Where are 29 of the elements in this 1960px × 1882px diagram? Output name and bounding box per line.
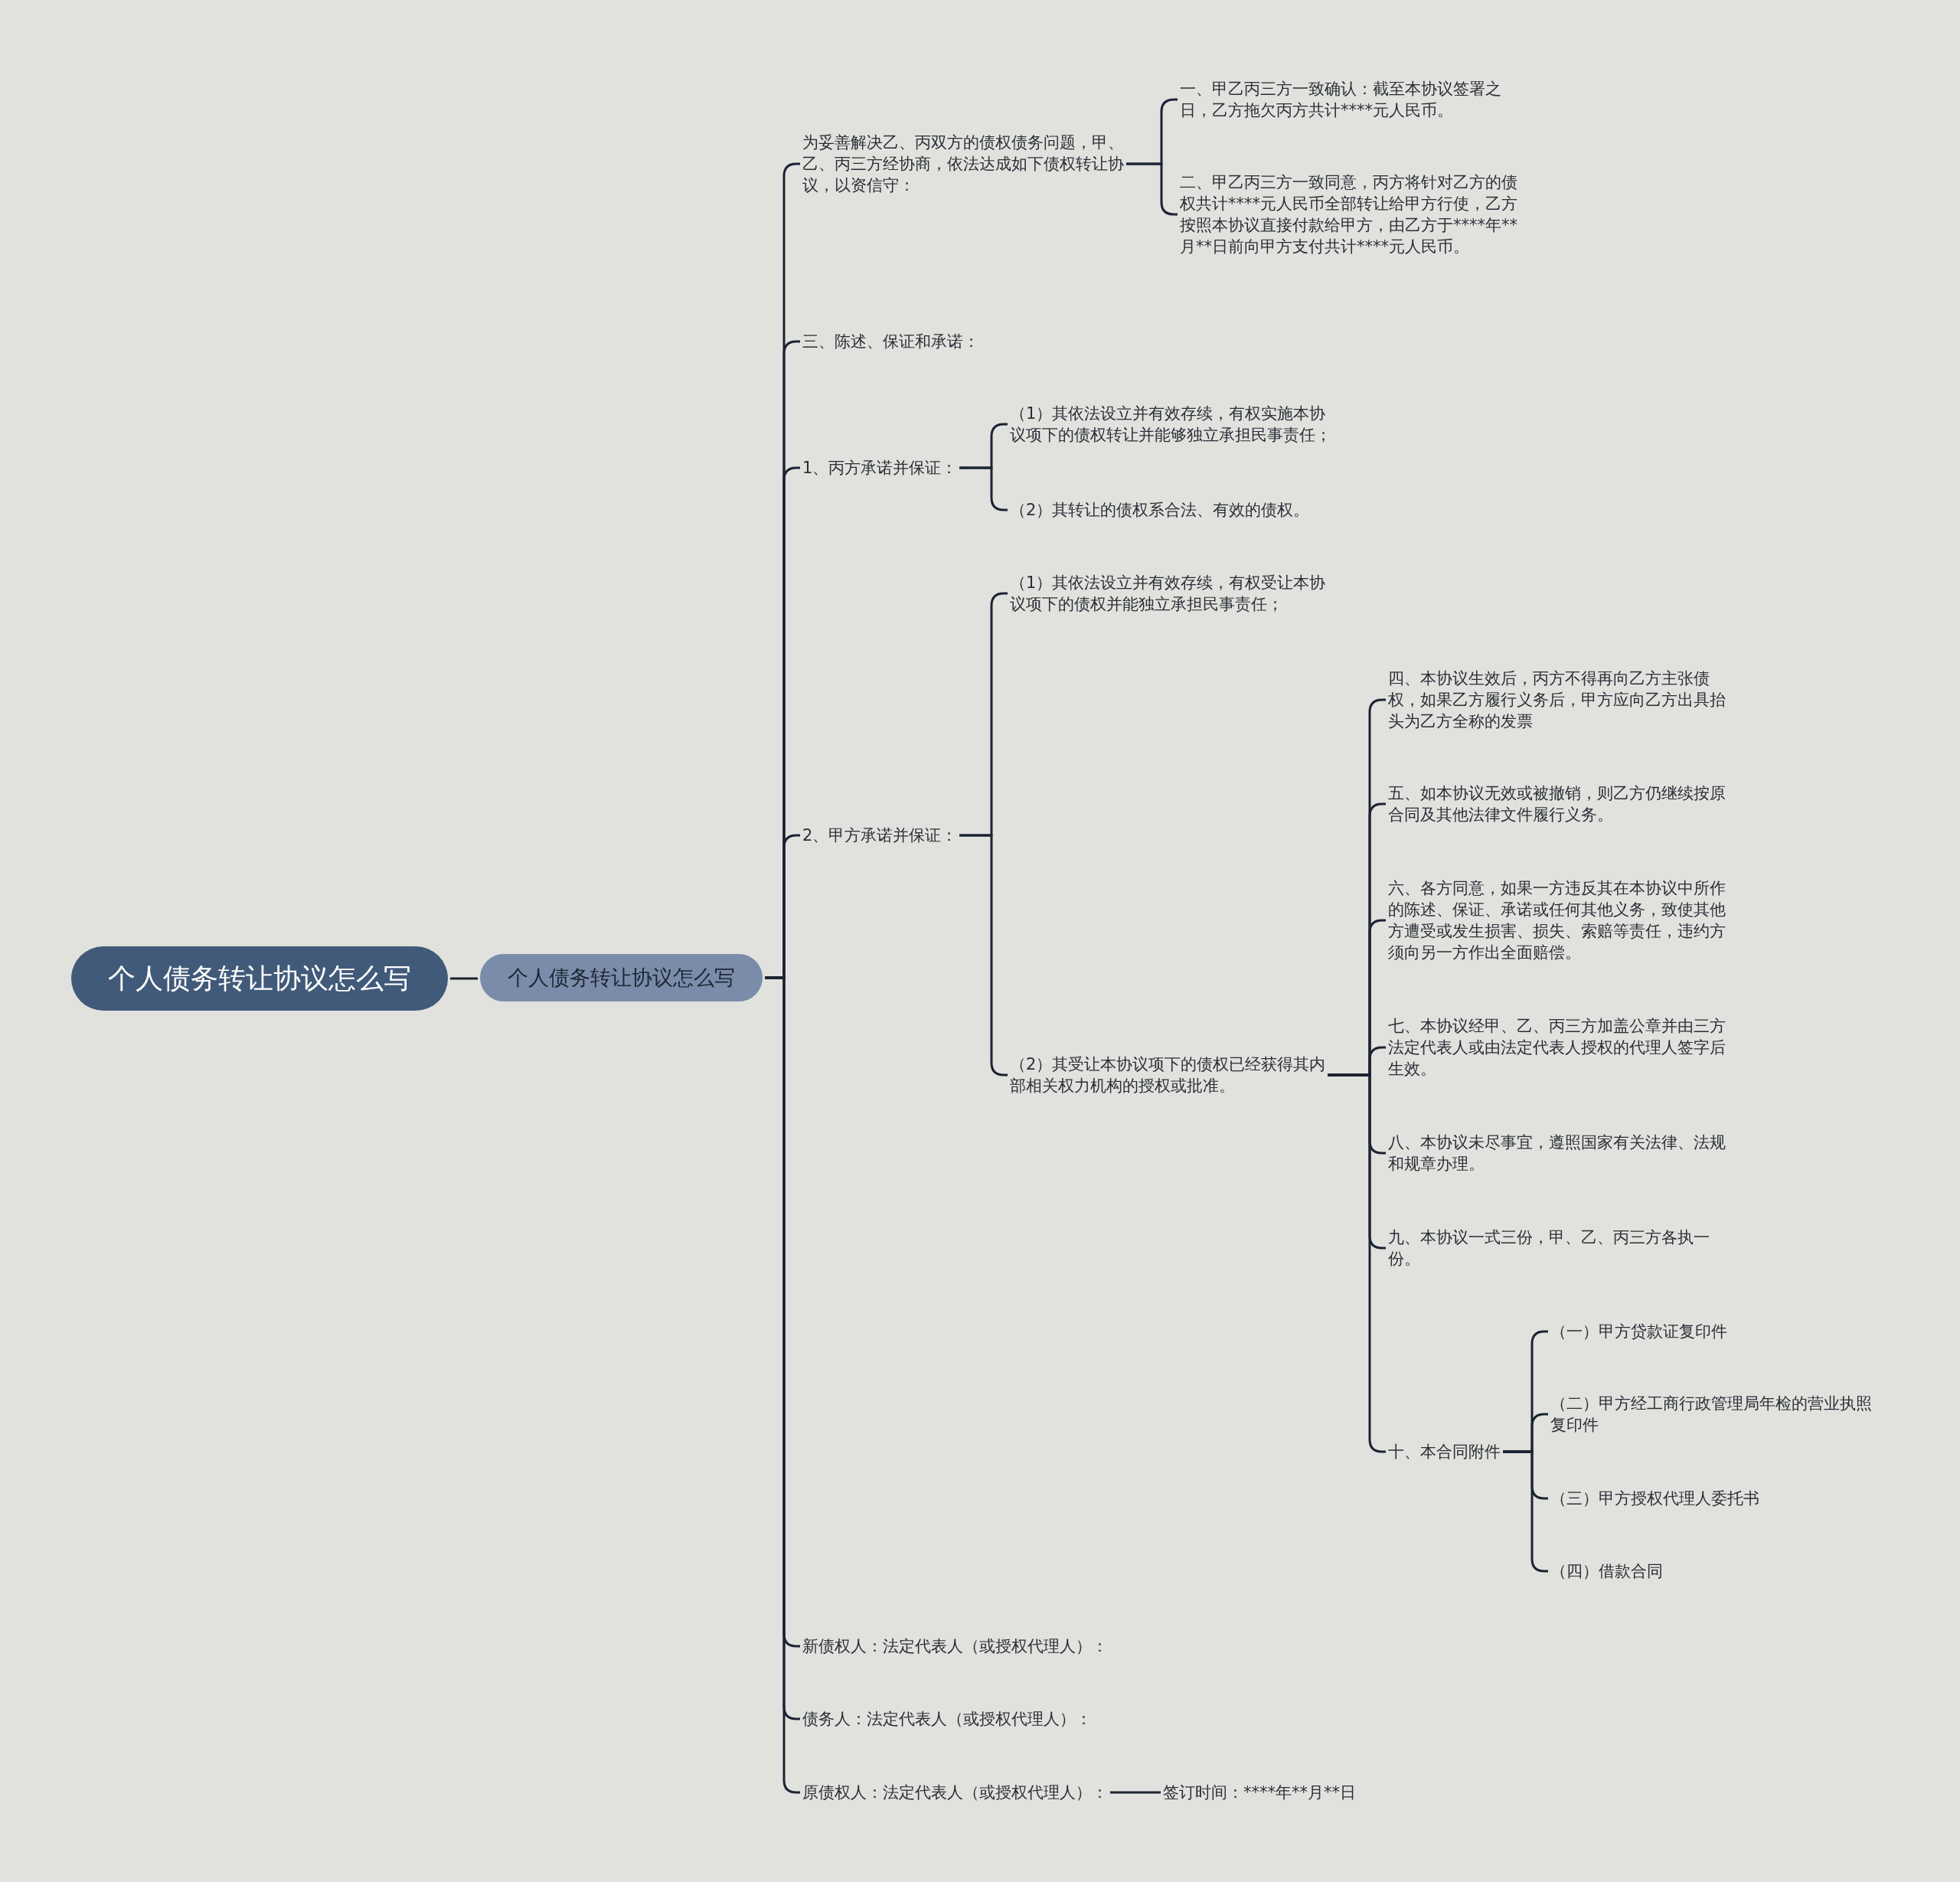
branch-text: 原债权人：法定代表人（或授权代理人）： bbox=[802, 1782, 1108, 1803]
branch-text: （三）甲方授权代理人委托书 bbox=[1550, 1488, 1759, 1509]
branch-text: （1）其依法设立并有效存续，有权实施本协议项下的债权转让并能够独立承担民事责任； bbox=[1010, 403, 1339, 446]
branch-text: （1）其依法设立并有效存续，有权受让本协议项下的债权并能独立承担民事责任； bbox=[1010, 572, 1339, 615]
root-topic: 个人债务转让协议怎么写 bbox=[71, 946, 448, 1011]
branch-text: （四）借款合同 bbox=[1550, 1560, 1663, 1582]
branch-text: 二、甲乙丙三方一致同意，丙方将针对乙方的债权共计****元人民币全部转让给甲方行使，乙方按照本协议直接付款给甲方，由乙方于****年**月**日前向甲方支付共计****元人民币。 bbox=[1180, 172, 1523, 257]
branch-text: 六、各方同意，如果一方违反其在本协议中所作的陈述、保证、承诺或任何其他义务，致使其他方遭受或发生损害、损失、索赔等责任，违约方须向另一方作出全面赔偿。 bbox=[1388, 877, 1726, 963]
topic-pill: 个人债务转让协议怎么写 bbox=[480, 954, 763, 1001]
branch-text: 新债权人：法定代表人（或授权代理人）： bbox=[802, 1635, 1108, 1657]
branch-text: 债务人：法定代表人（或授权代理人）： bbox=[802, 1708, 1092, 1730]
branch-text: （2）其转让的债权系合法、有效的债权。 bbox=[1010, 499, 1310, 521]
connector-line bbox=[1110, 1791, 1161, 1794]
branch-text: 2、甲方承诺并保证： bbox=[802, 825, 958, 846]
branch-text: （2）其受让本协议项下的债权已经获得其内部相关权力机构的授权或批准。 bbox=[1010, 1054, 1339, 1096]
branch-text: 九、本协议一式三份，甲、乙、丙三方各执一份。 bbox=[1388, 1227, 1726, 1269]
branch-text: 十、本合同附件 bbox=[1388, 1441, 1501, 1462]
connector-line bbox=[450, 977, 478, 980]
branch-text: 八、本协议未尽事宜，遵照国家有关法律、法规和规章办理。 bbox=[1388, 1132, 1726, 1175]
branch-text: （一）甲方贷款证复印件 bbox=[1550, 1321, 1727, 1342]
branch-text: （二）甲方经工商行政管理局年检的营业执照复印件 bbox=[1550, 1393, 1887, 1436]
branch-text: 签订时间：****年**月**日 bbox=[1163, 1782, 1356, 1803]
branch-text: 1、丙方承诺并保证： bbox=[802, 457, 958, 479]
branch-text: 为妥善解决乙、丙双方的债权债务问题，甲、乙、丙三方经协商，依法达成如下债权转让协议，以资信守： bbox=[802, 132, 1148, 196]
branch-text: 五、如本协议无效或被撤销，则乙方仍继续按原合同及其他法律文件履行义务。 bbox=[1388, 783, 1726, 825]
branch-text: 一、甲乙丙三方一致确认：截至本协议签署之日，乙方拖欠丙方共计****元人民币。 bbox=[1180, 78, 1523, 121]
branch-text: 七、本协议经甲、乙、丙三方加盖公章并由三方法定代表人或由法定代表人授权的代理人签字后生效。 bbox=[1388, 1015, 1726, 1080]
branch-text: 四、本协议生效后，丙方不得再向乙方主张债权，如果乙方履行义务后，甲方应向乙方出具抬头为乙方全称的发票 bbox=[1388, 668, 1726, 732]
branch-text: 三、陈述、保证和承诺： bbox=[802, 331, 979, 352]
